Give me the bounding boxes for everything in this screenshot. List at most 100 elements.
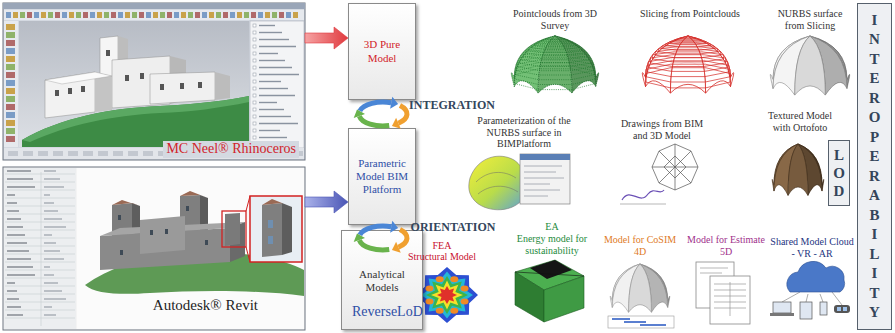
toolbar-icons-part: [253, 101, 256, 104]
toolbar-icons-part: [216, 12, 221, 18]
toolbar-icons-part: [253, 94, 256, 97]
revit-screenshot-part: [262, 199, 292, 207]
toolbar-icons-part: [143, 151, 153, 156]
toolbar-icons-part: [68, 151, 78, 156]
label-holder: EA: [545, 221, 558, 233]
toolbar-icons-part: [6, 136, 15, 142]
toolbar-icons-part: [55, 12, 60, 18]
label-holder: FEA: [433, 240, 452, 252]
estimate-sheets-part-part: [700, 268, 728, 269]
caption-label: Parameterization of the NURBS surface in…: [474, 115, 574, 150]
caption-label: ORIENTATION: [411, 221, 496, 235]
properties-rows-part: [7, 202, 17, 203]
properties-rows-part: [7, 218, 21, 219]
estimate-sheets-part: [700, 268, 746, 316]
fea-model-part: [436, 276, 444, 282]
properties-rows-part: [7, 170, 31, 171]
caption-label: Slicing from Pointclouds: [640, 8, 740, 20]
fea-model-part: [425, 299, 433, 305]
label-holder: NURBS surface from Slicing: [768, 8, 852, 31]
node-text: LOD: [832, 146, 847, 200]
toolbar-icons-part: [6, 72, 15, 78]
label-holder: ORIENTATION: [411, 221, 496, 235]
properties-rows-part: [5, 174, 75, 175]
fea-model-part: [431, 281, 463, 310]
toolbar-icons-part: [160, 12, 165, 18]
properties-rows: [5, 171, 75, 326]
toolbar-icons-part: [209, 12, 214, 18]
toolbar-icons-part: [251, 12, 256, 18]
caption-label: Drawings from BIM and 3D Model: [616, 118, 708, 141]
toolbar-icons-part: [6, 128, 15, 134]
line-drawing-part: [652, 144, 698, 190]
toolbar-icons-part: [259, 74, 299, 75]
properties-rows-part: [44, 234, 52, 235]
nurbs-vault: [770, 36, 849, 95]
fea-model-part: [416, 267, 478, 323]
energy-model-part: [544, 276, 584, 322]
toolbar-icons-part: [153, 12, 158, 18]
toolbar-icons-part: [6, 96, 15, 102]
toolbar-icons-part: [244, 12, 249, 18]
toolbar-icons-part: [253, 45, 256, 48]
revit-screenshot-part-part: [186, 206, 189, 211]
revit-screenshot-part: [118, 206, 208, 255]
properties-rows-part: [7, 266, 33, 267]
toolbar-icons-part: [202, 12, 207, 18]
toolbar-icons-part: [253, 59, 256, 62]
toolbar-icons-part: [69, 12, 74, 18]
fea-model-part: [461, 285, 469, 291]
properties-rows-part: [44, 186, 64, 187]
parametric-surface-part-part: [524, 184, 550, 185]
properties-rows-part: [44, 218, 62, 219]
properties-rows-part: [44, 226, 66, 227]
revit-screenshot-part: [268, 236, 273, 244]
toolbar-icons-part: [27, 12, 32, 18]
gantt-chart: [608, 316, 674, 328]
toolbar-icons-part: [181, 12, 186, 18]
toolbar-icons-part: [259, 88, 288, 89]
rhino-screenshot-part: [150, 72, 215, 104]
toolbar-icons-part: [13, 12, 18, 18]
line-drawing-part-part: [659, 151, 691, 183]
toolbar-icons-part: [259, 109, 284, 110]
parametric-surface-part-part: [524, 166, 562, 167]
revit-screenshot: [3, 167, 305, 330]
rhino-screenshot-part: [215, 72, 230, 100]
cloud-devices: [770, 261, 850, 319]
toolbar-icons-part: [6, 112, 15, 118]
properties-rows-part: [5, 230, 75, 231]
energy-model: [515, 260, 584, 322]
revit-screenshot-part: [262, 203, 282, 257]
node-text: Autodesk® Revit: [150, 296, 261, 314]
rhino-screenshot-part: [19, 21, 249, 147]
caption-label: Textured Model with Ortofoto: [762, 110, 838, 133]
revit-screenshot-part: [180, 191, 208, 198]
sliced-vault: [642, 36, 733, 93]
toolbar-icons-part: [104, 12, 109, 18]
block-arrow: [305, 191, 348, 213]
toolbar-icons-part: [90, 12, 95, 18]
toolbar-icons-part: [167, 12, 172, 18]
properties-rows-part: [7, 298, 19, 299]
toolbar-icons-part: [230, 12, 235, 18]
toolbar-icons-part: [83, 12, 88, 18]
node-text: INTEROPERABILITY: [867, 11, 882, 323]
properties-rows-part: [7, 178, 33, 179]
software-panel: Autodesk® Revit: [3, 167, 305, 330]
rhino-screenshot-part-part: [81, 86, 85, 92]
revit-screenshot-part-part: [205, 240, 208, 245]
pointcloud-vault-part: [523, 50, 587, 59]
label-holder: Model for CoSIM 4D: [600, 234, 680, 257]
node-text: 3D Pure Model: [353, 38, 411, 64]
toolbar-icons-part: [253, 129, 256, 132]
cloud-devices-part: [843, 307, 847, 311]
properties-rows-part: [5, 310, 75, 311]
properties-rows-part: [7, 186, 35, 187]
revit-screenshot-part: [140, 216, 185, 254]
estimate-sheets-part: [710, 276, 750, 324]
model-box: 3D Pure Model: [348, 3, 416, 100]
toolbar-icons-part: [48, 12, 53, 18]
toolbar-icons-part: [97, 12, 102, 18]
toolbar-icons-part: [253, 136, 256, 139]
